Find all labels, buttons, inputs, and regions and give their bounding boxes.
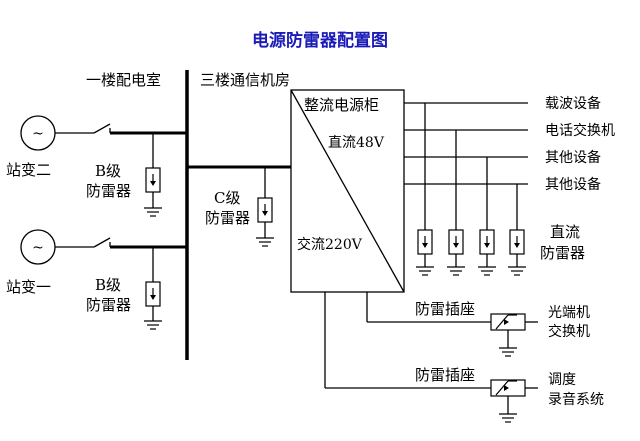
- dc-arrester-sublabel: 防雷器: [540, 244, 585, 262]
- third-floor-room-label: 三楼通信机房: [200, 71, 290, 89]
- surge-arrester-icon: [145, 281, 161, 307]
- surge-arrester-icon: [257, 197, 273, 223]
- rectifier-name: 整流电源柜: [304, 96, 379, 114]
- varistor-icon: [490, 379, 526, 397]
- dc-arrester-label: 直流: [550, 223, 580, 241]
- load-other-equipment: 其他设备: [545, 149, 601, 166]
- ac-source-icon: ~: [20, 115, 56, 151]
- b-level-upper-sublabel: 防雷器: [86, 182, 131, 200]
- surge-arrester-icon: [145, 167, 161, 193]
- equipment-optical-sublabel: 交换机: [548, 323, 590, 340]
- rectifier-dc-output: 直流48V: [328, 134, 385, 151]
- ground-icon: [143, 320, 163, 330]
- ac-source-icon: ~: [20, 229, 56, 265]
- ground-icon: [477, 266, 497, 276]
- equipment-optical-label: 光端机: [548, 305, 590, 321]
- socket-lower-label: 防雷插座: [415, 366, 475, 384]
- b-level-upper-label: B级: [95, 162, 121, 180]
- load-other-equipment: 其他设备: [545, 176, 601, 193]
- ground-icon: [446, 266, 466, 276]
- socket-upper-label: 防雷插座: [415, 300, 475, 318]
- ground-icon: [507, 266, 527, 276]
- surge-arrester-icon: [479, 229, 495, 255]
- surge-arrester-icon: [448, 229, 464, 255]
- b-level-lower-label: B级: [95, 276, 121, 294]
- surge-arrester-icon: [509, 229, 525, 255]
- station-1-label: 站变一: [6, 278, 51, 296]
- svg-text:~: ~: [32, 126, 44, 142]
- ground-icon: [143, 207, 163, 217]
- equipment-dispatch-label: 调度: [548, 372, 576, 388]
- switch-icon: [93, 123, 111, 134]
- diagram-title: 电源防雷器配置图: [252, 31, 388, 51]
- varistor-icon: [490, 313, 526, 331]
- c-level-label: C级: [214, 189, 240, 207]
- station-2-label: 站变二: [6, 161, 51, 179]
- ground-icon: [415, 266, 435, 276]
- surge-arrester-icon: [417, 229, 433, 255]
- switch-icon: [93, 237, 111, 248]
- ground-icon: [255, 237, 275, 247]
- svg-text:~: ~: [32, 240, 44, 256]
- ground-icon: [498, 347, 518, 357]
- c-level-sublabel: 防雷器: [205, 209, 250, 227]
- ground-icon: [498, 413, 518, 423]
- equipment-dispatch-sublabel: 录音系统: [548, 391, 604, 408]
- b-level-lower-sublabel: 防雷器: [86, 296, 131, 314]
- rectifier-ac-input: 交流220V: [297, 236, 363, 253]
- first-floor-room-label: 一楼配电室: [86, 71, 161, 89]
- rectifier-cabinet: [290, 89, 405, 293]
- load-carrier-equipment: 载波设备: [545, 95, 601, 112]
- load-telephone-exchange: 电话交换机: [545, 122, 615, 139]
